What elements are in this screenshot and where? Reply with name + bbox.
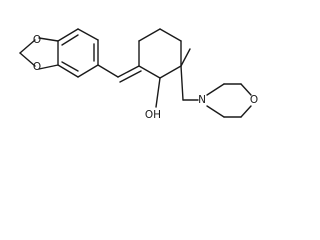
bond-c4-c5 [77, 28, 99, 41]
bond-c3a-c4 [57, 28, 79, 42]
bond-c1-hydroxyl [155, 77, 161, 108]
atom-nitrogen-morpholine: N [198, 94, 206, 106]
bond-ch2-o1 [19, 39, 36, 54]
atom-oxygen-morpholine: O [250, 94, 258, 106]
bond-c6-vinyl [97, 64, 119, 78]
bond-o2-c7a [38, 64, 59, 70]
bond-n-c-upper [206, 83, 225, 96]
bond-vinyl-c2-double-b [119, 70, 142, 83]
bond-aromatic-inner-1 [61, 34, 79, 46]
bond-c6-methyl [180, 48, 191, 67]
bond-c-lower-n [206, 105, 225, 118]
bond-c6-ch2 [180, 65, 184, 101]
bond-c-o-upper [240, 83, 252, 96]
bond-c4-c5 [159, 28, 182, 42]
bond-c3-c4 [138, 28, 161, 42]
bond-c6-c1 [159, 65, 182, 79]
bond-c1-c2 [138, 65, 161, 79]
atom-oxygen-dioxole-bottom: O [33, 61, 41, 73]
bond-aromatic-inner-3 [61, 61, 79, 72]
bond-c6-c7 [77, 64, 99, 78]
atom-oxygen-dioxole-top: O [33, 34, 41, 46]
atom-hydroxyl: OH [145, 109, 161, 121]
chemical-structure-diagram: O O OH N O [19, 28, 258, 121]
bond-ch2-o2 [19, 52, 36, 67]
bond-c7-c7a [57, 64, 79, 78]
bond-o-c-lower [240, 105, 252, 118]
bond-vinyl-c2-double-a [117, 65, 140, 78]
bond-o1-c3a [38, 37, 59, 42]
